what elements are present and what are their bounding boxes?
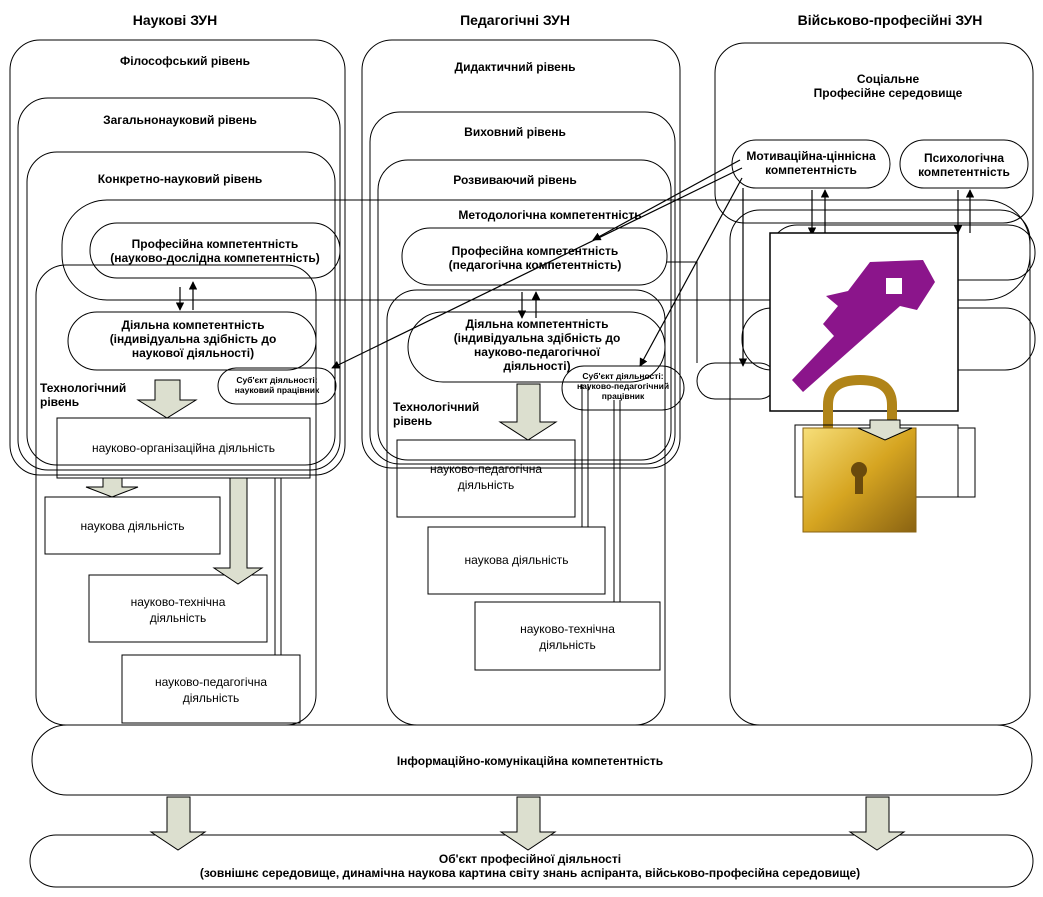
info-comm-band bbox=[31, 724, 1033, 796]
block-arrow-2 bbox=[85, 477, 139, 498]
tech-level-pedagogical: Технологічний рівень bbox=[393, 400, 480, 428]
level-concrete-scientific: Конкретно-науковий рівень bbox=[97, 172, 263, 186]
sci-activity-box-1 bbox=[44, 496, 221, 555]
mil-pill-3 bbox=[696, 362, 778, 400]
sci-org-box bbox=[56, 417, 311, 479]
methodological-band bbox=[61, 199, 1031, 301]
sci-tech-activity-1: науково-технічна діяльність bbox=[130, 595, 226, 625]
social-environment: Соціальне Професійне середовище bbox=[813, 72, 963, 100]
block-arrow-4 bbox=[498, 383, 558, 441]
subject-research-pill bbox=[217, 367, 337, 405]
sci-ped-box-2 bbox=[396, 439, 576, 518]
scientific-activity-1: наукова діяльність bbox=[80, 519, 185, 533]
heading-scientific: Наукові ЗУН bbox=[132, 12, 218, 28]
object-of-activity: Об'єкт професійної діяльності (зовнішнє … bbox=[199, 852, 861, 880]
prof-pedagogical-pill bbox=[401, 227, 668, 286]
prof-pedagogical-competence: Професійна компетентність (педагогічна к… bbox=[448, 244, 622, 272]
subject-research: Суб'єкт діяльності: науковий працівник bbox=[234, 375, 320, 395]
sci-frame-2 bbox=[17, 97, 341, 471]
tech-level-scientific: Технологічний рівень bbox=[40, 381, 127, 409]
mil-frame-1 bbox=[714, 42, 1034, 224]
block-arrow-5 bbox=[149, 796, 207, 851]
sci-ped-box-1 bbox=[121, 654, 301, 724]
subject-pedagogical-pill bbox=[561, 365, 685, 411]
heading-military: Військово-професійні ЗУН bbox=[797, 12, 983, 28]
scientific-activity-2: наукова діяльність bbox=[464, 553, 569, 567]
activity-pedagogical-competence: Діяльна компетентність (індивідуальна зд… bbox=[453, 317, 621, 373]
sci-tech-box-2 bbox=[474, 601, 661, 671]
ped-frame-1 bbox=[361, 39, 681, 469]
block-arrow-7 bbox=[848, 796, 906, 851]
prof-research-competence: Професійна компетентність (науково-дослі… bbox=[110, 237, 320, 265]
psychological-competence: Психологічна компетентність bbox=[918, 151, 1010, 179]
sci-activity-box-2 bbox=[427, 526, 606, 595]
sci-org-activity: науково-організаційна діяльність bbox=[91, 441, 276, 455]
activity-research-pill bbox=[67, 311, 317, 371]
level-educational: Виховний рівень bbox=[464, 125, 566, 139]
ped-frame-2 bbox=[369, 111, 676, 465]
info-comm-competence: Інформаційно-комунікаційна компетентніст… bbox=[396, 754, 664, 768]
level-didactic: Дидактичний рівень bbox=[454, 60, 576, 74]
level-general-scientific: Загальнонауковий рівень bbox=[103, 113, 257, 127]
sci-frame-1 bbox=[9, 39, 346, 476]
sci-frame-3 bbox=[26, 151, 336, 466]
level-developing: Розвиваючий рівень bbox=[453, 173, 577, 187]
psychological-pill bbox=[899, 139, 1029, 189]
sci-ped-activity-2: науково-педагогічна діяльність bbox=[429, 462, 543, 492]
block-arrow-1 bbox=[136, 379, 198, 419]
block-arrow-6 bbox=[499, 796, 557, 851]
key-lock-icon bbox=[769, 232, 959, 533]
activity-research-competence: Діяльна компетентність (індивідуальна зд… bbox=[109, 318, 277, 360]
sci-ped-activity-1: науково-педагогічна діяльність bbox=[154, 675, 268, 705]
subject-pedagogical: Суб'єкт діяльності: науково-педагогічний… bbox=[576, 371, 670, 401]
sci-tech-activity-2: науково-технічна діяльність bbox=[520, 622, 615, 652]
sci-tech-box-1 bbox=[88, 574, 268, 643]
methodological-competence: Методологічна компетентність bbox=[458, 208, 642, 222]
heading-pedagogical: Педагогічні ЗУН bbox=[460, 12, 570, 28]
motivational-competence: Мотиваційна-ціннісна компетентність bbox=[746, 149, 876, 177]
block-arrow-3 bbox=[212, 477, 264, 585]
prof-research-pill bbox=[89, 222, 341, 279]
level-philosophical: Філософський рівень bbox=[119, 54, 251, 68]
